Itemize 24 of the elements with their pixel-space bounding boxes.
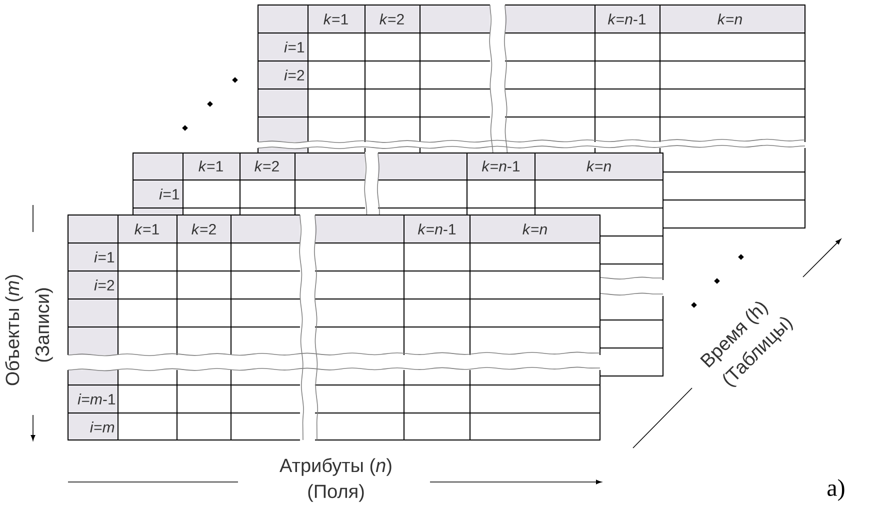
row-header: i=2 (284, 70, 304, 80)
axis-label: (Записи) (35, 288, 53, 362)
column-header: k=1 (324, 14, 348, 24)
column-header: k=n (522, 224, 547, 234)
panel-label: a) (828, 479, 844, 501)
row-header: i=1 (94, 252, 114, 262)
column-header: k=n-1 (418, 224, 456, 234)
column-header: k=n-1 (608, 14, 646, 24)
axis-label: Объекты (m) (5, 275, 23, 386)
axis-label: Атрибуты (n) (280, 458, 392, 476)
column-header: k=n-1 (482, 160, 520, 172)
row-header: i=1 (159, 188, 180, 200)
column-header: k=n (586, 160, 611, 172)
column-header: k=2 (380, 14, 404, 24)
column-header: k=2 (192, 224, 216, 234)
axis-label: (Поля) (308, 484, 364, 502)
column-header: k=n (718, 14, 742, 24)
row-header: i=m-1 (78, 394, 116, 404)
row-header: i=2 (94, 280, 114, 290)
row-header: i=1 (284, 42, 304, 52)
column-header: k=1 (198, 160, 223, 172)
row-header: i=m (90, 422, 114, 432)
column-header: k=2 (254, 160, 279, 172)
column-header: k=1 (134, 224, 159, 234)
